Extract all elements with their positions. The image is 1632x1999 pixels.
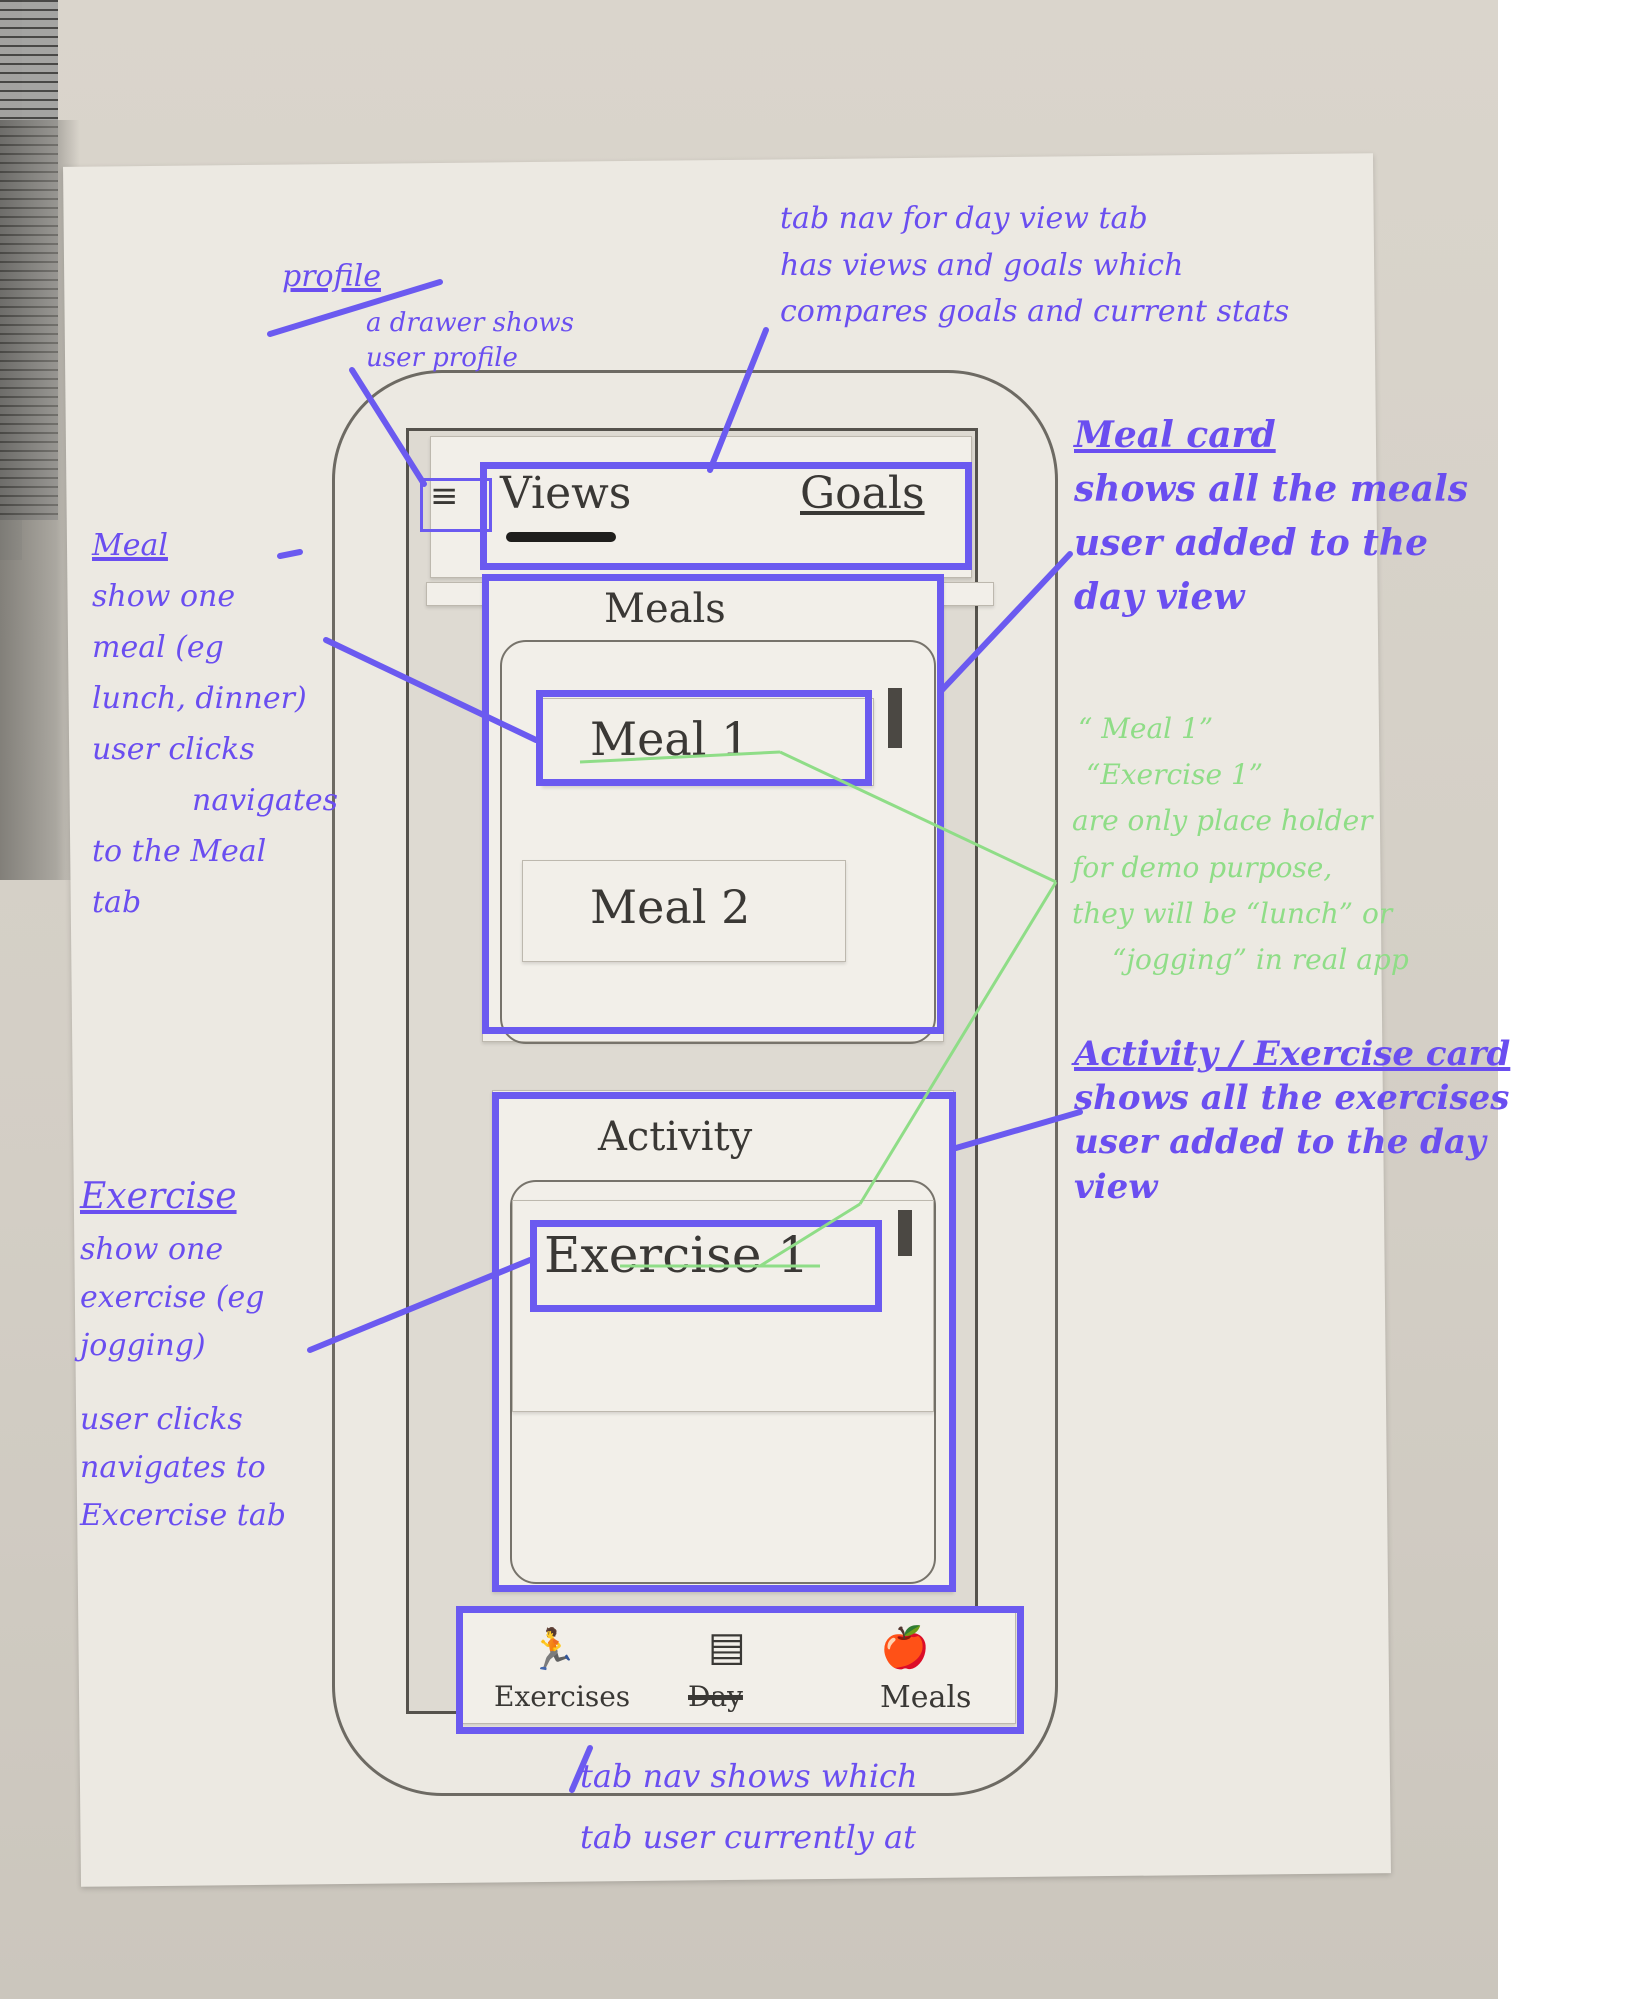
note-title: Meal card <box>1074 414 1276 456</box>
meal-item[interactable] <box>522 860 846 962</box>
note-line: shows all the exercises <box>1074 1078 1510 1119</box>
runner-icon: 🏃 <box>528 1627 578 1673</box>
tab-exercises[interactable]: Exercises <box>494 1680 631 1713</box>
note-line: exercise (eg <box>80 1279 265 1315</box>
meal-card-note: Meal card shows all the meals user added… <box>1074 408 1468 624</box>
tab-nav-bottom-note: tab nav shows which tab user currently a… <box>580 1746 918 1868</box>
views-active-indicator <box>506 532 616 542</box>
exercise-item-label: Exercise 1 <box>544 1226 810 1284</box>
note-line: user added to the day <box>1074 1122 1486 1163</box>
note-line: compares goals and current stats <box>780 294 1290 329</box>
exercise-item-highlight-box <box>530 1220 882 1312</box>
note-line: show one <box>80 1231 224 1267</box>
activity-card-title: Activity <box>598 1114 753 1160</box>
note-line: meal (eg <box>92 630 224 665</box>
note-line: user added to the <box>1074 522 1429 564</box>
bottom-nav-paper <box>462 1612 1016 1724</box>
note-line: navigates <box>192 783 339 818</box>
tab-goals[interactable]: Goals <box>800 468 925 519</box>
tab-day[interactable]: Day <box>688 1680 743 1713</box>
note-line: jogging) <box>80 1327 206 1363</box>
activity-card-note: Activity / Exercise card shows all the e… <box>1074 1032 1510 1209</box>
activity-scrollbar[interactable] <box>898 1210 912 1256</box>
note-line: user profile <box>366 343 518 374</box>
note-line: user clicks <box>80 1401 243 1437</box>
meals-card-title: Meals <box>604 586 726 632</box>
meal-item-label: Meal 2 <box>590 880 751 934</box>
note-line: tab nav for day view tab <box>780 201 1148 236</box>
meals-card-highlight-box <box>482 574 944 1034</box>
note-title: Exercise <box>80 1176 237 1217</box>
tab-meals[interactable]: Meals <box>880 1680 972 1715</box>
note-line: a drawer shows <box>366 308 575 338</box>
note-line: has views and goals which <box>780 247 1184 283</box>
tab-views[interactable]: Views <box>500 468 632 519</box>
activity-list-outline <box>510 1180 936 1584</box>
note-line: Excercise tab <box>80 1497 286 1533</box>
note-line: lunch, dinner) <box>92 681 307 716</box>
phone-outline <box>332 370 1058 1796</box>
hamburger-menu-icon[interactable]: ≡ <box>430 476 459 516</box>
note-line: “ Meal 1” <box>1078 712 1214 745</box>
meals-scrollbar[interactable] <box>888 688 902 748</box>
tab-nav-top-note: tab nav for day view tab has views and g… <box>780 196 1289 336</box>
profile-highlight-box <box>420 478 492 532</box>
note-title: profile <box>282 259 381 294</box>
note-line: tab user currently at <box>580 1817 916 1856</box>
note-line: user clicks <box>92 732 255 767</box>
meal-note: Meal show one meal (eg lunch, dinner) us… <box>92 520 338 928</box>
meals-list-outline <box>500 640 936 1044</box>
meal-item-highlight-box <box>536 690 872 786</box>
note-line: show one <box>92 579 236 614</box>
profile-note-body: a drawer shows user profile <box>366 306 574 376</box>
note-line: “jogging” in real app <box>1112 942 1409 976</box>
note-line: to the Meal <box>92 834 267 869</box>
note-line: tab nav shows which <box>580 1757 918 1795</box>
note-line: they will be “lunch” or <box>1072 896 1393 930</box>
list-icon: ▤ <box>708 1624 746 1670</box>
exercise-note: Exercise show one exercise (eg jogging) … <box>80 1168 286 1540</box>
note-line: for demo purpose, <box>1072 850 1333 884</box>
profile-note: profile <box>282 254 381 301</box>
note-line: navigates to <box>80 1449 266 1485</box>
bottom-nav-highlight-box <box>456 1606 1024 1734</box>
note-line: “Exercise 1” <box>1086 758 1264 792</box>
note-line: view <box>1074 1166 1158 1207</box>
header-tabs-highlight-box <box>480 462 972 570</box>
activity-card-highlight-box <box>492 1092 956 1592</box>
note-line: day view <box>1074 576 1245 618</box>
note-title: Activity / Exercise card <box>1074 1034 1511 1074</box>
note-line: shows all the meals <box>1074 468 1468 510</box>
food-icon: 🍎 <box>880 1625 930 1671</box>
note-line: are only place holder <box>1072 804 1373 838</box>
note-line: tab <box>92 885 142 920</box>
placeholder-note: “ Meal 1” “Exercise 1” are only place ho… <box>1072 706 1409 983</box>
note-title: Meal <box>92 528 168 563</box>
